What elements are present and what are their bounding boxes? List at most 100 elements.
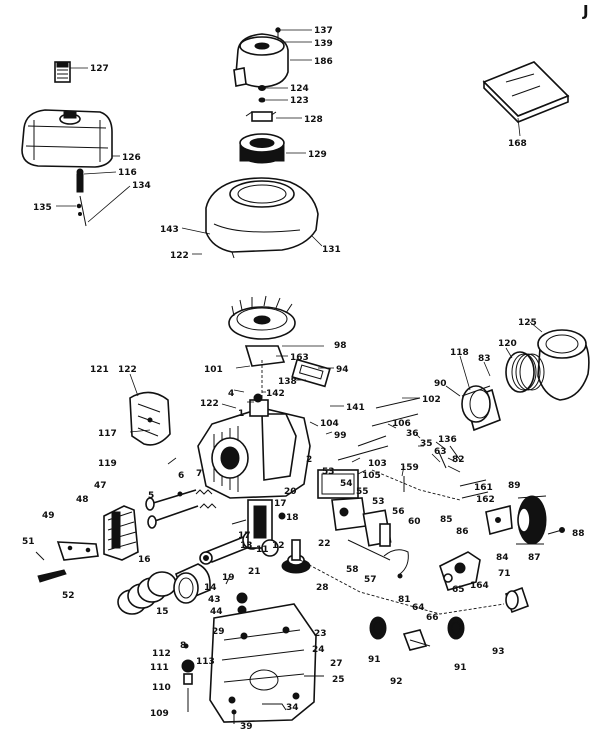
starter-spring-part [505,351,545,393]
callout-137: 137 [314,26,333,36]
callout-24: 24 [312,645,325,655]
callout-81: 81 [398,595,411,605]
crankshaft-part [231,499,286,557]
callout-136: 136 [438,435,457,445]
callout-135: 135 [33,203,52,213]
callout-19: 19 [222,573,235,583]
callout-101: 101 [204,365,223,375]
callout-88: 88 [572,529,585,539]
callout-121: 121 [90,365,109,375]
callout-106: 106 [392,419,411,429]
callout-86: 86 [456,527,469,537]
callout-91: 91 [454,663,467,673]
piston-part [173,563,211,604]
callout-35: 35 [420,439,433,449]
page-letter: J [583,2,589,20]
callout-92: 92 [390,677,403,687]
callout-124: 124 [290,84,309,94]
callout-25: 25 [332,675,345,685]
output-shaft-part [504,586,530,614]
callout-125: 125 [518,318,537,328]
callout-164: 164 [470,581,489,591]
callout-162: 162 [476,495,495,505]
callout-36: 36 [406,429,419,439]
callout-17: 17 [238,531,251,541]
callout-168: 168 [508,139,527,149]
flywheel-part [228,295,296,367]
callout-105: 105 [362,471,381,481]
callout-5: 5 [148,491,154,501]
callout-15: 15 [156,607,169,617]
callout-63: 63 [434,447,447,457]
callout-43: 43 [208,595,221,605]
callout-119: 119 [98,459,117,469]
callout-13: 13 [240,541,253,551]
callout-120: 120 [498,339,517,349]
callout-54: 54 [340,479,353,489]
piston-rings-part [117,571,177,615]
callout-122: 122 [118,365,137,375]
callout-4: 4 [228,389,234,399]
callout-82: 82 [452,455,465,465]
oil-seal-parts [369,616,465,640]
callout-47: 47 [94,481,107,491]
callout-53: 53 [322,467,335,477]
crankcase-cover-part [209,603,317,723]
callout-99: 99 [334,431,347,441]
callout-16: 16 [138,555,151,565]
callout-131: 131 [322,245,341,255]
callout-126: 126 [122,153,141,163]
filler-plug-part [54,61,71,83]
air-filter-element-part [239,133,285,164]
callout-8: 8 [180,641,186,651]
callout-91: 91 [368,655,381,665]
callout-122: 122 [170,251,189,261]
callout-138: 138 [278,377,297,387]
muffler-screws-part [35,551,67,583]
callout-14: 14 [204,583,217,593]
heat-shield-part [129,391,171,446]
callout-60: 60 [408,517,421,527]
callout-2: 2 [306,455,312,465]
callout-110: 110 [152,683,171,693]
callout-112: 112 [152,649,171,659]
assembly-line-carb [371,469,461,501]
callout-65: 65 [452,585,465,595]
callout-44: 44 [210,607,223,617]
callout-186: 186 [314,57,333,67]
callout-161: 161 [474,483,493,493]
blower-housing-part [205,177,319,259]
leader-lines [56,29,543,477]
callout-129: 129 [308,150,327,160]
fuel-tank-part [21,109,113,168]
callout-93: 93 [492,647,505,657]
callout-29: 29 [212,627,225,637]
callout-64: 64 [412,603,425,613]
callout-52: 52 [62,591,75,601]
callout-17: 17 [274,499,287,509]
callout-21: 21 [248,567,261,577]
callout-51: 51 [22,537,35,547]
callout-142: 142 [266,389,285,399]
callout-118: 118 [450,348,469,358]
callout-49: 49 [42,511,55,521]
oil-fill-parts [181,643,195,712]
callout-103: 103 [368,459,387,469]
callout-57: 57 [364,575,377,585]
callout-58: 58 [346,565,359,575]
muffler-bracket-part [56,541,99,561]
ignition-coil-part [291,358,331,388]
starter-cup-part [461,385,491,423]
callout-139: 139 [314,39,333,49]
callout-11: 11 [256,545,269,555]
callout-128: 128 [304,115,323,125]
valve-train-parts [145,489,217,529]
callout-94: 94 [336,365,349,375]
callout-104: 104 [320,419,339,429]
callout-122: 122 [200,399,219,409]
callout-90: 90 [434,379,447,389]
callout-134: 134 [132,181,151,191]
callout-117: 117 [98,429,117,439]
callout-84: 84 [496,553,509,563]
callout-34: 34 [286,703,299,713]
